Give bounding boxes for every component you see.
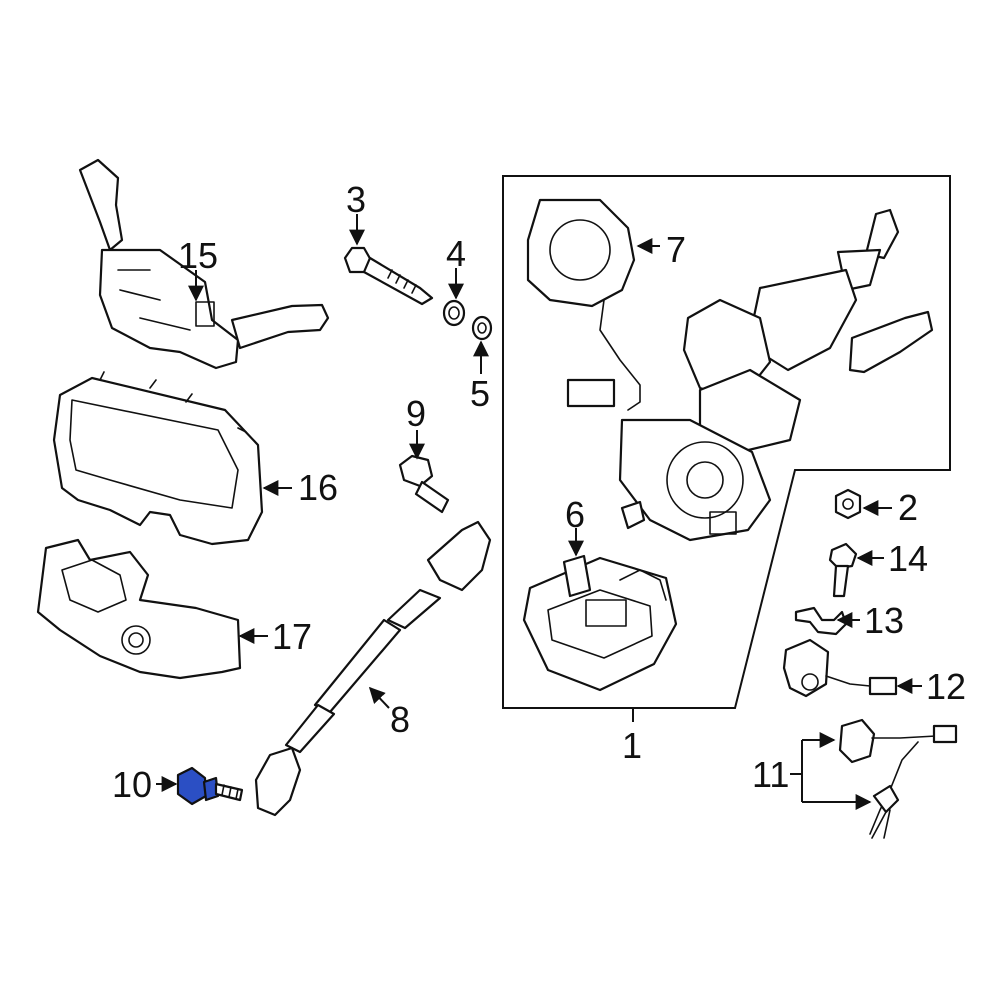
callout-16: 16 <box>298 467 339 508</box>
assembly-1-boundary <box>502 175 951 709</box>
part-16-cluster-housing[interactable] <box>52 371 264 546</box>
callout-7: 7 <box>666 229 687 270</box>
part-8-intermediate-shaft[interactable] <box>254 520 492 817</box>
part-15-multifunction-switch[interactable] <box>78 158 330 370</box>
callout-9: 9 <box>406 393 427 434</box>
callout-1: 1 <box>622 725 643 766</box>
callout-5: 5 <box>470 373 491 414</box>
callout-15: 15 <box>178 235 219 276</box>
part-2-nut[interactable] <box>834 488 862 520</box>
part-1-steering-column[interactable] <box>618 208 934 542</box>
callout-13: 13 <box>864 600 905 641</box>
part-14-bolt[interactable] <box>828 542 858 598</box>
part-9-bolt[interactable] <box>398 454 450 514</box>
part-12-sensor[interactable] <box>782 638 898 698</box>
part-11-key-set[interactable] <box>838 718 958 839</box>
callout-3: 3 <box>346 179 367 220</box>
callout-10: 10 <box>112 764 153 805</box>
callout-12: 12 <box>926 666 967 707</box>
callout-8: 8 <box>390 699 411 740</box>
callout-17: 17 <box>272 616 313 657</box>
part-17-column-shroud[interactable] <box>36 538 242 680</box>
part-7-lock-module[interactable] <box>526 198 641 411</box>
callout-14: 14 <box>888 538 929 579</box>
callout-6: 6 <box>565 494 586 535</box>
part-6-control-module[interactable] <box>522 554 678 692</box>
callout-4: 4 <box>446 233 467 274</box>
callout-11: 11 <box>752 754 790 795</box>
part-4-washer[interactable] <box>442 299 466 327</box>
part-5-washer[interactable] <box>471 315 493 341</box>
leader-lines <box>156 214 922 810</box>
callout-2: 2 <box>898 487 919 528</box>
part-10-flange-bolt[interactable] <box>176 766 244 806</box>
part-3-bolt[interactable] <box>343 246 434 306</box>
